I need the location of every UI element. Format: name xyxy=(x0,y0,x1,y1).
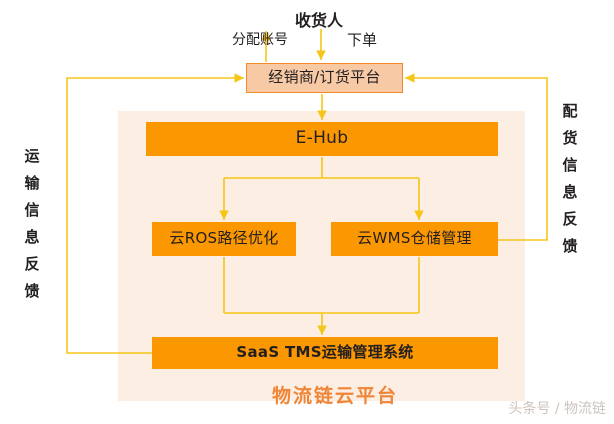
label-assign-account: 分配账号 xyxy=(232,32,288,48)
label-delivery-feedback: 配货信息反馈 xyxy=(562,102,578,255)
platform-title: 物流链云平台 xyxy=(272,385,399,407)
label-consignee: 收货人 xyxy=(295,11,344,30)
watermark: 头条号 / 物流链 xyxy=(508,401,606,417)
node-dealer-order-platform[interactable]: 经销商/订货平台 xyxy=(246,63,403,93)
node-cloud-ros[interactable]: 云ROS路径优化 xyxy=(152,222,296,256)
node-ehub[interactable]: E-Hub xyxy=(146,122,498,156)
label-transport-feedback: 运输信息反馈 xyxy=(24,147,40,300)
node-cloud-wms[interactable]: 云WMS仓储管理 xyxy=(331,222,498,256)
node-saas-tms[interactable]: SaaS TMS运输管理系统 xyxy=(152,337,498,369)
label-place-order: 下单 xyxy=(347,31,378,49)
